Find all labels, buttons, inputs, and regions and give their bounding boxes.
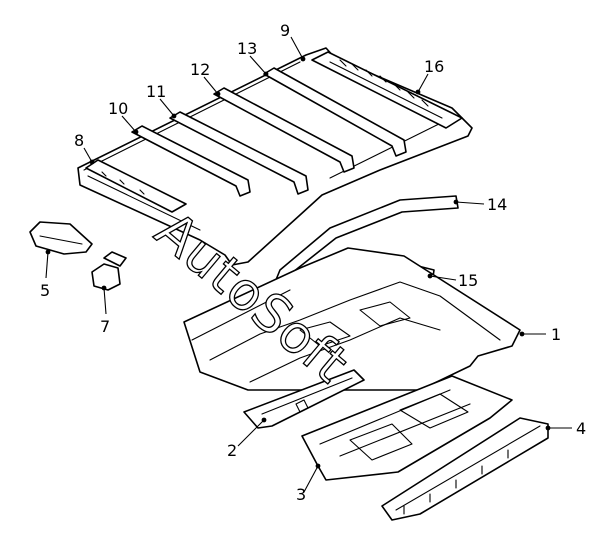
leaders [45, 36, 572, 493]
label-4: 4 [576, 419, 586, 438]
label-12: 12 [190, 60, 210, 79]
label-1: 1 [551, 325, 561, 344]
label-2: 2 [227, 441, 237, 460]
label-14: 14 [487, 195, 507, 214]
label-15: 15 [458, 271, 478, 290]
label-16: 16 [424, 57, 444, 76]
label-13: 13 [237, 39, 257, 58]
sun-visor [29, 221, 93, 255]
rear-floor [301, 375, 513, 481]
label-10: 10 [108, 99, 128, 118]
rear-header [311, 51, 463, 129]
rear-mirror [91, 251, 127, 291]
label-7: 7 [100, 317, 110, 336]
label-9: 9 [280, 21, 290, 40]
roof-bow-11 [169, 111, 309, 195]
label-3: 3 [296, 485, 306, 504]
cross-member [243, 369, 365, 429]
label-8: 8 [74, 131, 84, 150]
roof-bow-13 [263, 67, 407, 157]
label-5: 5 [40, 281, 50, 300]
part-labels: 9 8 10 11 12 13 16 14 5 7 15 1 2 3 4 [40, 21, 586, 504]
roof-bow-12 [213, 87, 355, 173]
label-11: 11 [146, 82, 166, 101]
roof-bow-10 [131, 125, 251, 197]
side-sill [381, 417, 549, 521]
floor-pan [183, 247, 521, 391]
